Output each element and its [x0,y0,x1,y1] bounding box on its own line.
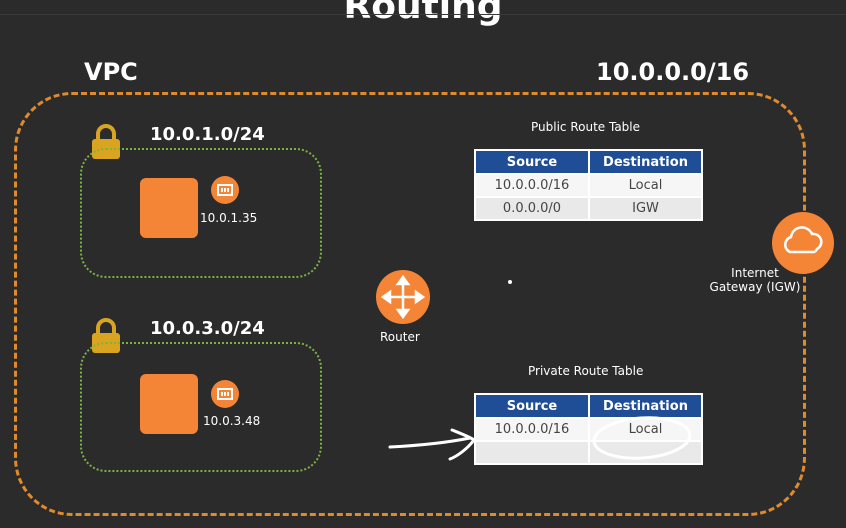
vpc-label: VPC [84,58,138,86]
table-cell [474,440,590,465]
private-route-table: Source Destination 10.0.0.0/16 Local [474,393,703,465]
subnet-cidr: 10.0.3.0/24 [150,318,265,339]
instance-icon [140,374,198,434]
column-header: Source [474,149,590,175]
column-header: Source [474,393,590,419]
cloud-icon [772,212,834,274]
annotation-circle [592,416,692,460]
table-cell: 10.0.0.0/16 [474,173,590,198]
instance-ip: 10.0.1.35 [200,211,258,225]
subnet-private [80,342,322,472]
table-header-row: Source Destination [474,393,703,419]
igw-label-line2: Gateway (IGW) [709,280,801,294]
annotation-arrow [388,428,477,461]
igw-label-line1: Internet [731,266,779,280]
vpc-boundary [14,92,806,516]
instance-ip: 10.0.3.48 [203,414,261,428]
table-header-row: Source Destination [474,149,703,175]
table-cell: Local [588,173,703,198]
table-cell: IGW [588,196,703,221]
vpc-cidr: 10.0.0.0/16 [596,58,750,86]
subnet-cidr: 10.0.1.0/24 [150,124,265,145]
pointer-dot [508,280,512,284]
router-label: Router [380,330,420,344]
network-interface-icon [211,176,239,204]
public-route-table-title: Public Route Table [531,120,641,134]
public-route-table: Source Destination 10.0.0.0/16 Local 0.0… [474,149,703,221]
top-divider [0,14,846,15]
subnet-public [80,148,322,278]
private-route-table-title: Private Route Table [528,364,644,378]
network-interface-icon [211,380,239,408]
column-header: Destination [588,149,703,175]
table-cell: 10.0.0.0/16 [474,417,590,442]
column-header: Destination [588,393,703,419]
table-cell: 0.0.0.0/0 [474,196,590,221]
table-row [474,440,703,465]
page-title: Routing [343,0,503,27]
instance-icon [140,178,198,238]
table-row: 10.0.0.0/16 Local [474,173,703,198]
igw-label: Internet Gateway (IGW) [700,266,810,294]
table-row: 0.0.0.0/0 IGW [474,196,703,221]
router-icon [376,270,430,324]
